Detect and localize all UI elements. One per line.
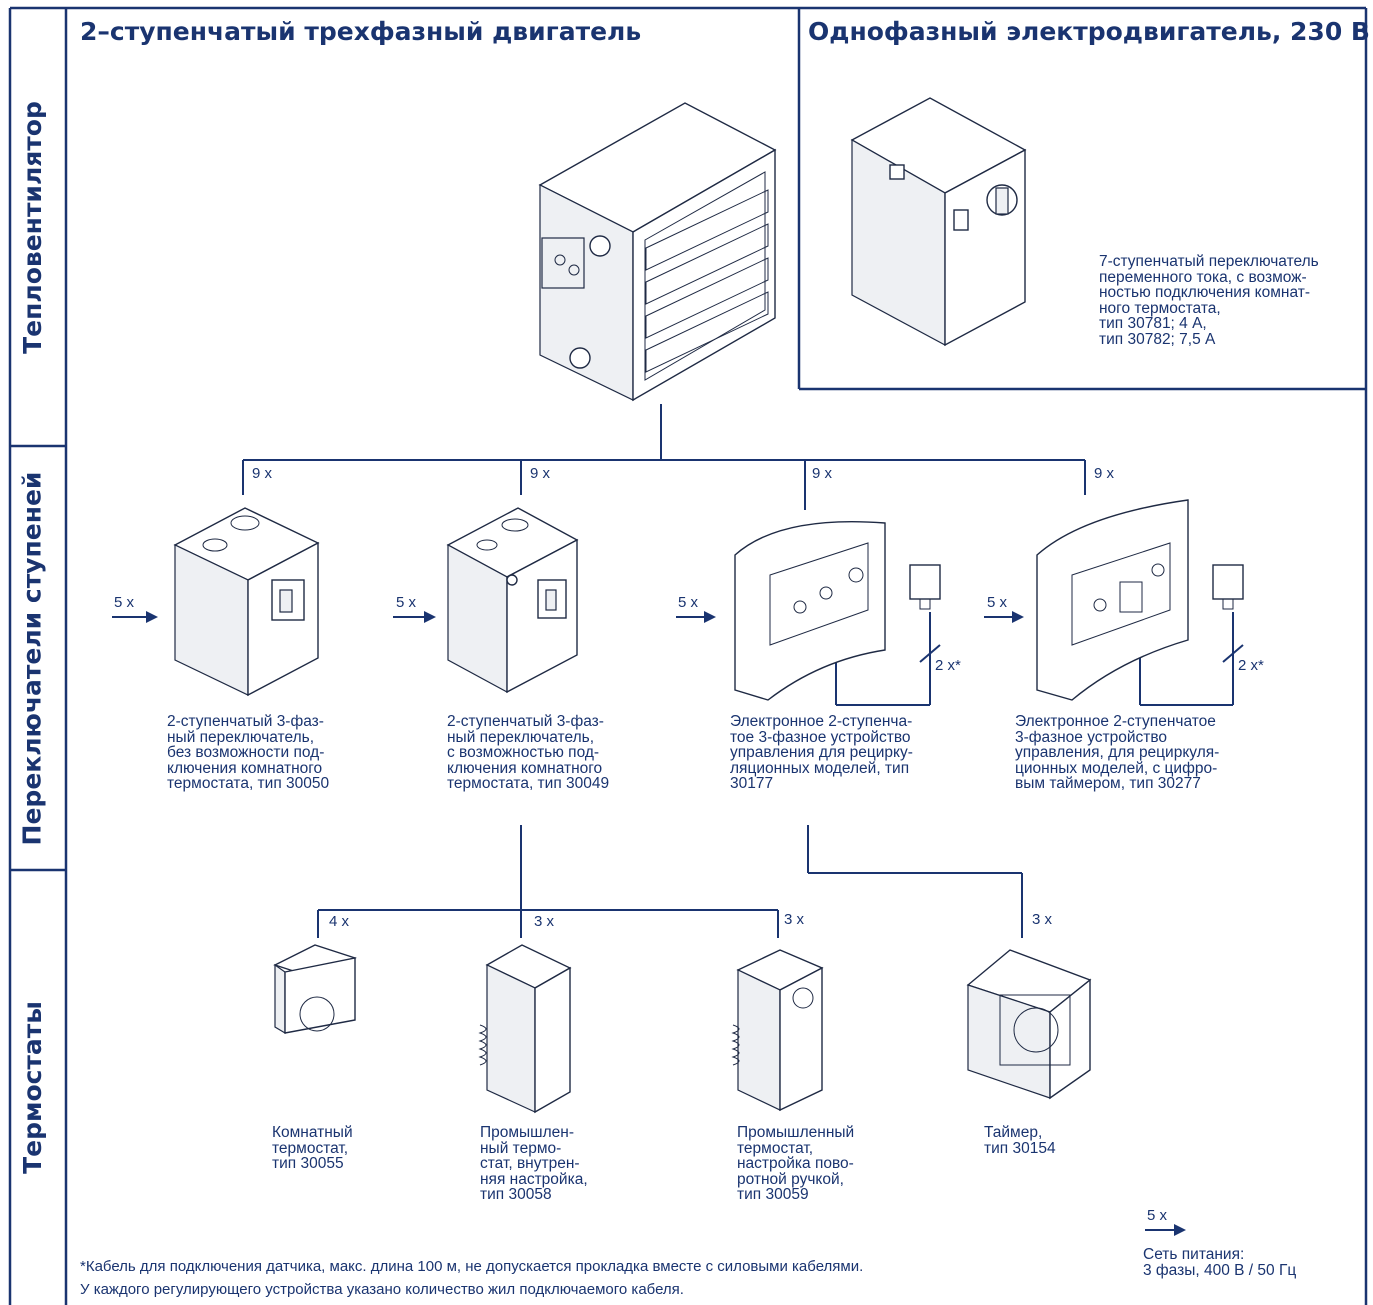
switch-30049-illustration [446,507,579,694]
switch-3-wire-count: 9 x [812,465,833,482]
controller-30177-illustration [734,520,941,701]
controller-30277-illustration [1036,499,1244,701]
power-arrow-3 [676,611,716,623]
switch-4-caption: Электронное 2-ступенчатое 3-фазное устро… [1015,713,1220,792]
thermostat-1-caption: Комнатный термостат, тип 30055 [272,1124,353,1172]
industrial-thermostat-30058-illustration [478,944,572,1114]
thermostat-2-wire-count: 3 x [534,913,555,930]
legend-arrow [1145,1224,1186,1236]
timer-illustration [966,949,1092,1100]
title-three-phase: 2–ступенчатый трехфазный двигатель [80,17,642,46]
timer-caption: Таймер, тип 30154 [984,1124,1056,1157]
thermostat-2-caption: Промышлен- ный термо- стат, внутрен- няя… [480,1124,588,1203]
frame [8,6,1368,1305]
single-phase-switch-illustration [850,97,1027,347]
legend-caption: Сеть питания: 3 фазы, 400 В / 50 Гц [1143,1246,1297,1279]
single-phase-switch-caption: 7-ступенчатый переключатель переменного … [1099,253,1319,348]
section-label-heater: Тепловентилятор [17,100,47,354]
thermostat-1-wire-count: 4 x [329,913,350,930]
switch-1-caption: 2-ступенчатый 3-фаз- ный переключатель, … [167,713,330,792]
power-arrows [112,611,1186,1236]
title-single-phase: Однофазный электродвигатель, 230 В [808,17,1370,46]
switch-3-sensor-count: 2 x* [935,657,961,674]
power-arrow-4 [984,611,1024,623]
switch-30050-illustration [173,507,320,697]
fan-heater-illustration [538,102,777,402]
switch-3-power-count: 5 x [678,594,699,611]
industrial-thermostat-30059-illustration [731,949,824,1112]
room-thermostat-illustration [273,944,357,1035]
switch-2-caption: 2-ступенчатый 3-фаз- ный переключатель, … [447,713,610,792]
section-label-switches: Переключатели ступеней [17,471,47,845]
power-arrow-2 [393,611,436,623]
switch-4-sensor-count: 2 x* [1238,657,1264,674]
switch-1-power-count: 5 x [114,594,135,611]
thermostat-3-caption: Промышленный термостат, настройка пово- … [737,1124,855,1203]
connection-lines [242,404,1244,938]
switch-2-power-count: 5 x [396,594,417,611]
section-label-thermostats: Термостаты [17,1001,47,1174]
legend-count: 5 x [1147,1207,1168,1224]
timer-wire-count: 3 x [1032,911,1053,928]
switch-1-wire-count: 9 x [252,465,273,482]
thermostat-3-wire-count: 3 x [784,911,805,928]
switch-4-power-count: 5 x [987,594,1008,611]
footnote-cable: *Кабель для подключения датчика, макс. д… [80,1258,864,1275]
switch-3-caption: Электронное 2-ступенча- тое 3-фазное уст… [730,713,913,792]
switch-2-wire-count: 9 x [530,465,551,482]
footnote-wires: У каждого регулирующего устройства указа… [80,1281,684,1298]
switch-4-wire-count: 9 x [1094,465,1115,482]
power-arrow-1 [112,611,158,623]
